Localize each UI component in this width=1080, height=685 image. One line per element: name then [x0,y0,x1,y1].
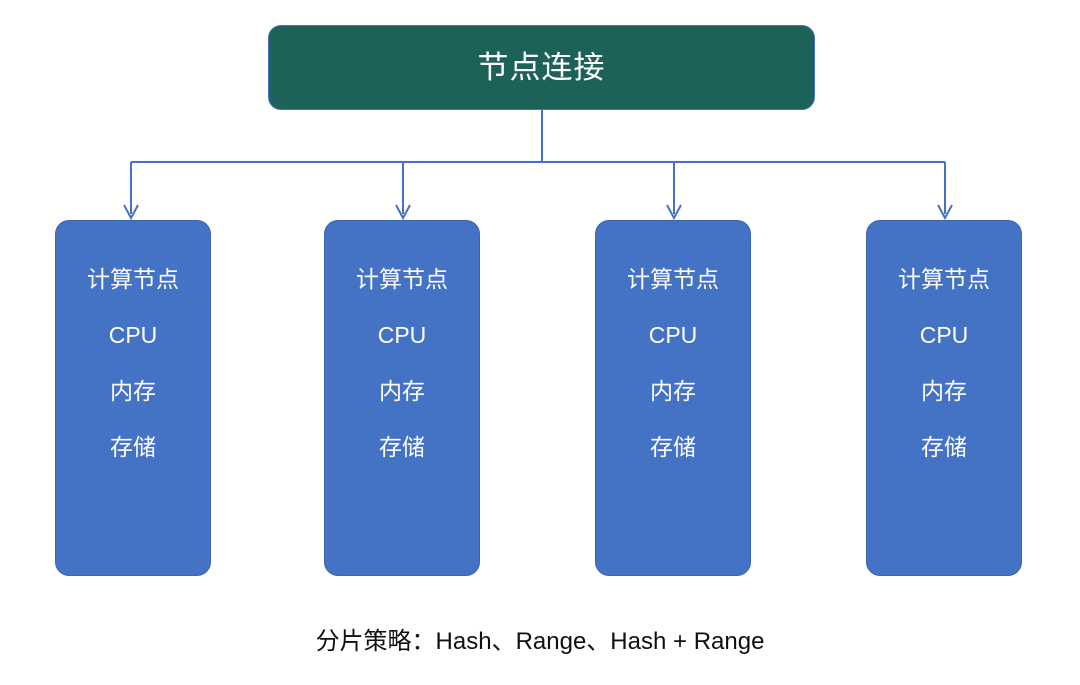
compute-node-4-resource-memory: 内存 [921,378,967,404]
diagram-caption: 分片策略：Hash、Range、Hash + Range [315,628,765,655]
compute-node-1-resource-cpu: CPU [108,322,158,348]
compute-node-4-resource-cpu: CPU [919,322,969,348]
root-node-label: 节点连接 [477,50,606,85]
compute-node-2-resource-memory: 内存 [379,378,425,404]
arrowhead-icon-2 [395,204,411,221]
compute-node-1-title: 计算节点 [87,266,179,292]
compute-node-1-resource-memory: 内存 [110,378,156,404]
compute-node-4-title: 计算节点 [898,266,990,292]
compute-node-3-resource-storage: 存储 [650,434,696,460]
root-node-connection[interactable]: 节点连接 [268,25,815,110]
compute-node-4[interactable]: 计算节点 CPU 内存 存储 [866,220,1022,576]
arrowhead-icon-3 [666,204,682,221]
arrowhead-icon-4 [937,204,953,221]
compute-node-3[interactable]: 计算节点 CPU 内存 存储 [595,220,751,576]
compute-node-1-resource-storage: 存储 [110,434,156,460]
compute-node-2-resource-storage: 存储 [379,434,425,460]
compute-node-2-title: 计算节点 [356,266,448,292]
compute-node-2[interactable]: 计算节点 CPU 内存 存储 [324,220,480,576]
compute-node-3-title: 计算节点 [627,266,719,292]
compute-node-3-resource-cpu: CPU [648,322,698,348]
compute-node-4-resource-storage: 存储 [921,434,967,460]
arrowhead-icon-1 [123,204,139,221]
compute-node-2-resource-cpu: CPU [377,322,427,348]
compute-node-3-resource-memory: 内存 [650,378,696,404]
compute-node-1[interactable]: 计算节点 CPU 内存 存储 [55,220,211,576]
